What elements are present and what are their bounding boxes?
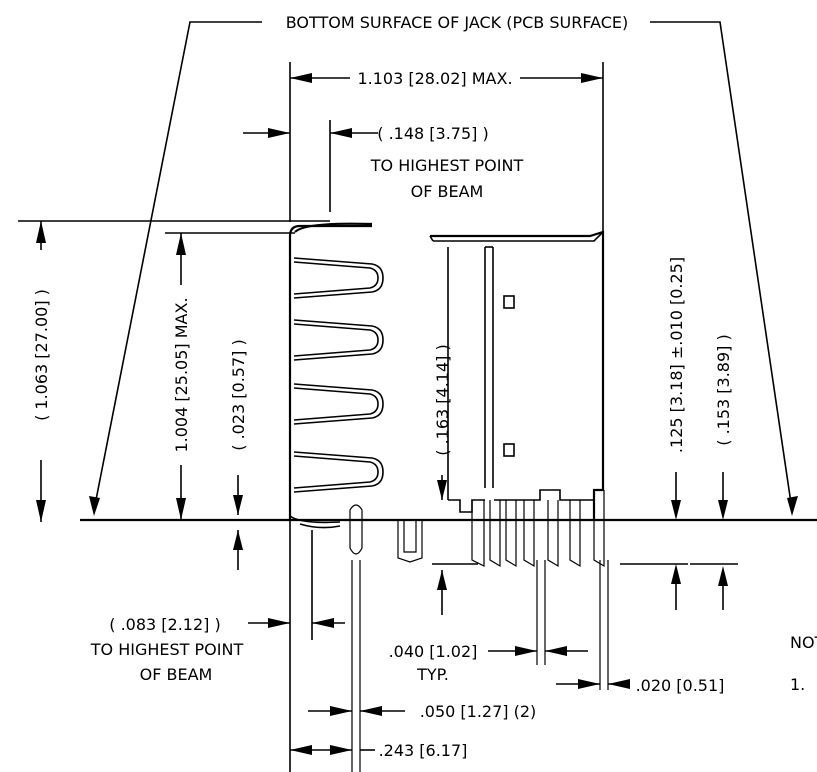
- typ-label: TYP.: [416, 665, 449, 684]
- pin-spacing-dimension: [308, 706, 405, 716]
- connector-body: [288, 222, 605, 529]
- overall-width-label: 1.103 [28.02] MAX.: [357, 69, 512, 88]
- beam-depth-label: ( .083 [2.12] ): [109, 615, 220, 634]
- note-number: 1.: [790, 675, 805, 694]
- post-length-label: .125 [3.18] ±.010 [0.25]: [667, 257, 686, 453]
- post-total-dimension: [690, 472, 738, 610]
- total-height-label: ( 1.063 [27.00] ): [32, 289, 51, 421]
- of-beam-label-top: OF BEAM: [411, 182, 484, 201]
- of-beam-label-bottom: OF BEAM: [140, 665, 213, 684]
- body-height-label: 1.004 [25.05] MAX.: [172, 297, 191, 452]
- beam-gap-label: ( .023 [0.57] ): [229, 339, 248, 450]
- connector-pins: [349, 490, 609, 772]
- pin-spacing-label: .050 [1.27] (2): [420, 702, 537, 721]
- to-highest-point-label-bottom: TO HIGHEST POINT: [90, 640, 244, 659]
- post-length-dimension: [620, 472, 688, 610]
- pin-thickness-dimension: [556, 679, 630, 689]
- bottom-surface-label: BOTTOM SURFACE OF JACK (PCB SURFACE): [286, 13, 629, 32]
- inner-gap-label: ( .163 [4.14] ): [433, 344, 452, 455]
- inner-gap-dimension: [432, 475, 478, 615]
- beam-depth-dimension: [248, 520, 345, 772]
- beam-offset-label: ( .148 [3.75] ): [377, 124, 488, 143]
- bottom-surface-leader: [89, 21, 798, 516]
- pin-offset-label: .243 [6.17]: [379, 741, 468, 760]
- pin-width-label: .040 [1.02]: [389, 642, 478, 661]
- pin-width-dimension: [488, 646, 588, 656]
- pin-thickness-label: .020 [0.51]: [636, 676, 725, 695]
- beam-gap-dimension: [233, 475, 243, 570]
- overall-width-dimension: [289, 62, 604, 232]
- notes-heading: NOT: [790, 633, 817, 652]
- beam-offset-dimension: [243, 120, 378, 212]
- post-total-label: ( .153 [3.89] ): [714, 334, 733, 445]
- to-highest-point-label-top: TO HIGHEST POINT: [370, 156, 524, 175]
- total-height-dimension: [18, 220, 330, 522]
- pin-offset-dimension: [290, 745, 375, 755]
- body-height-dimension: [165, 232, 295, 520]
